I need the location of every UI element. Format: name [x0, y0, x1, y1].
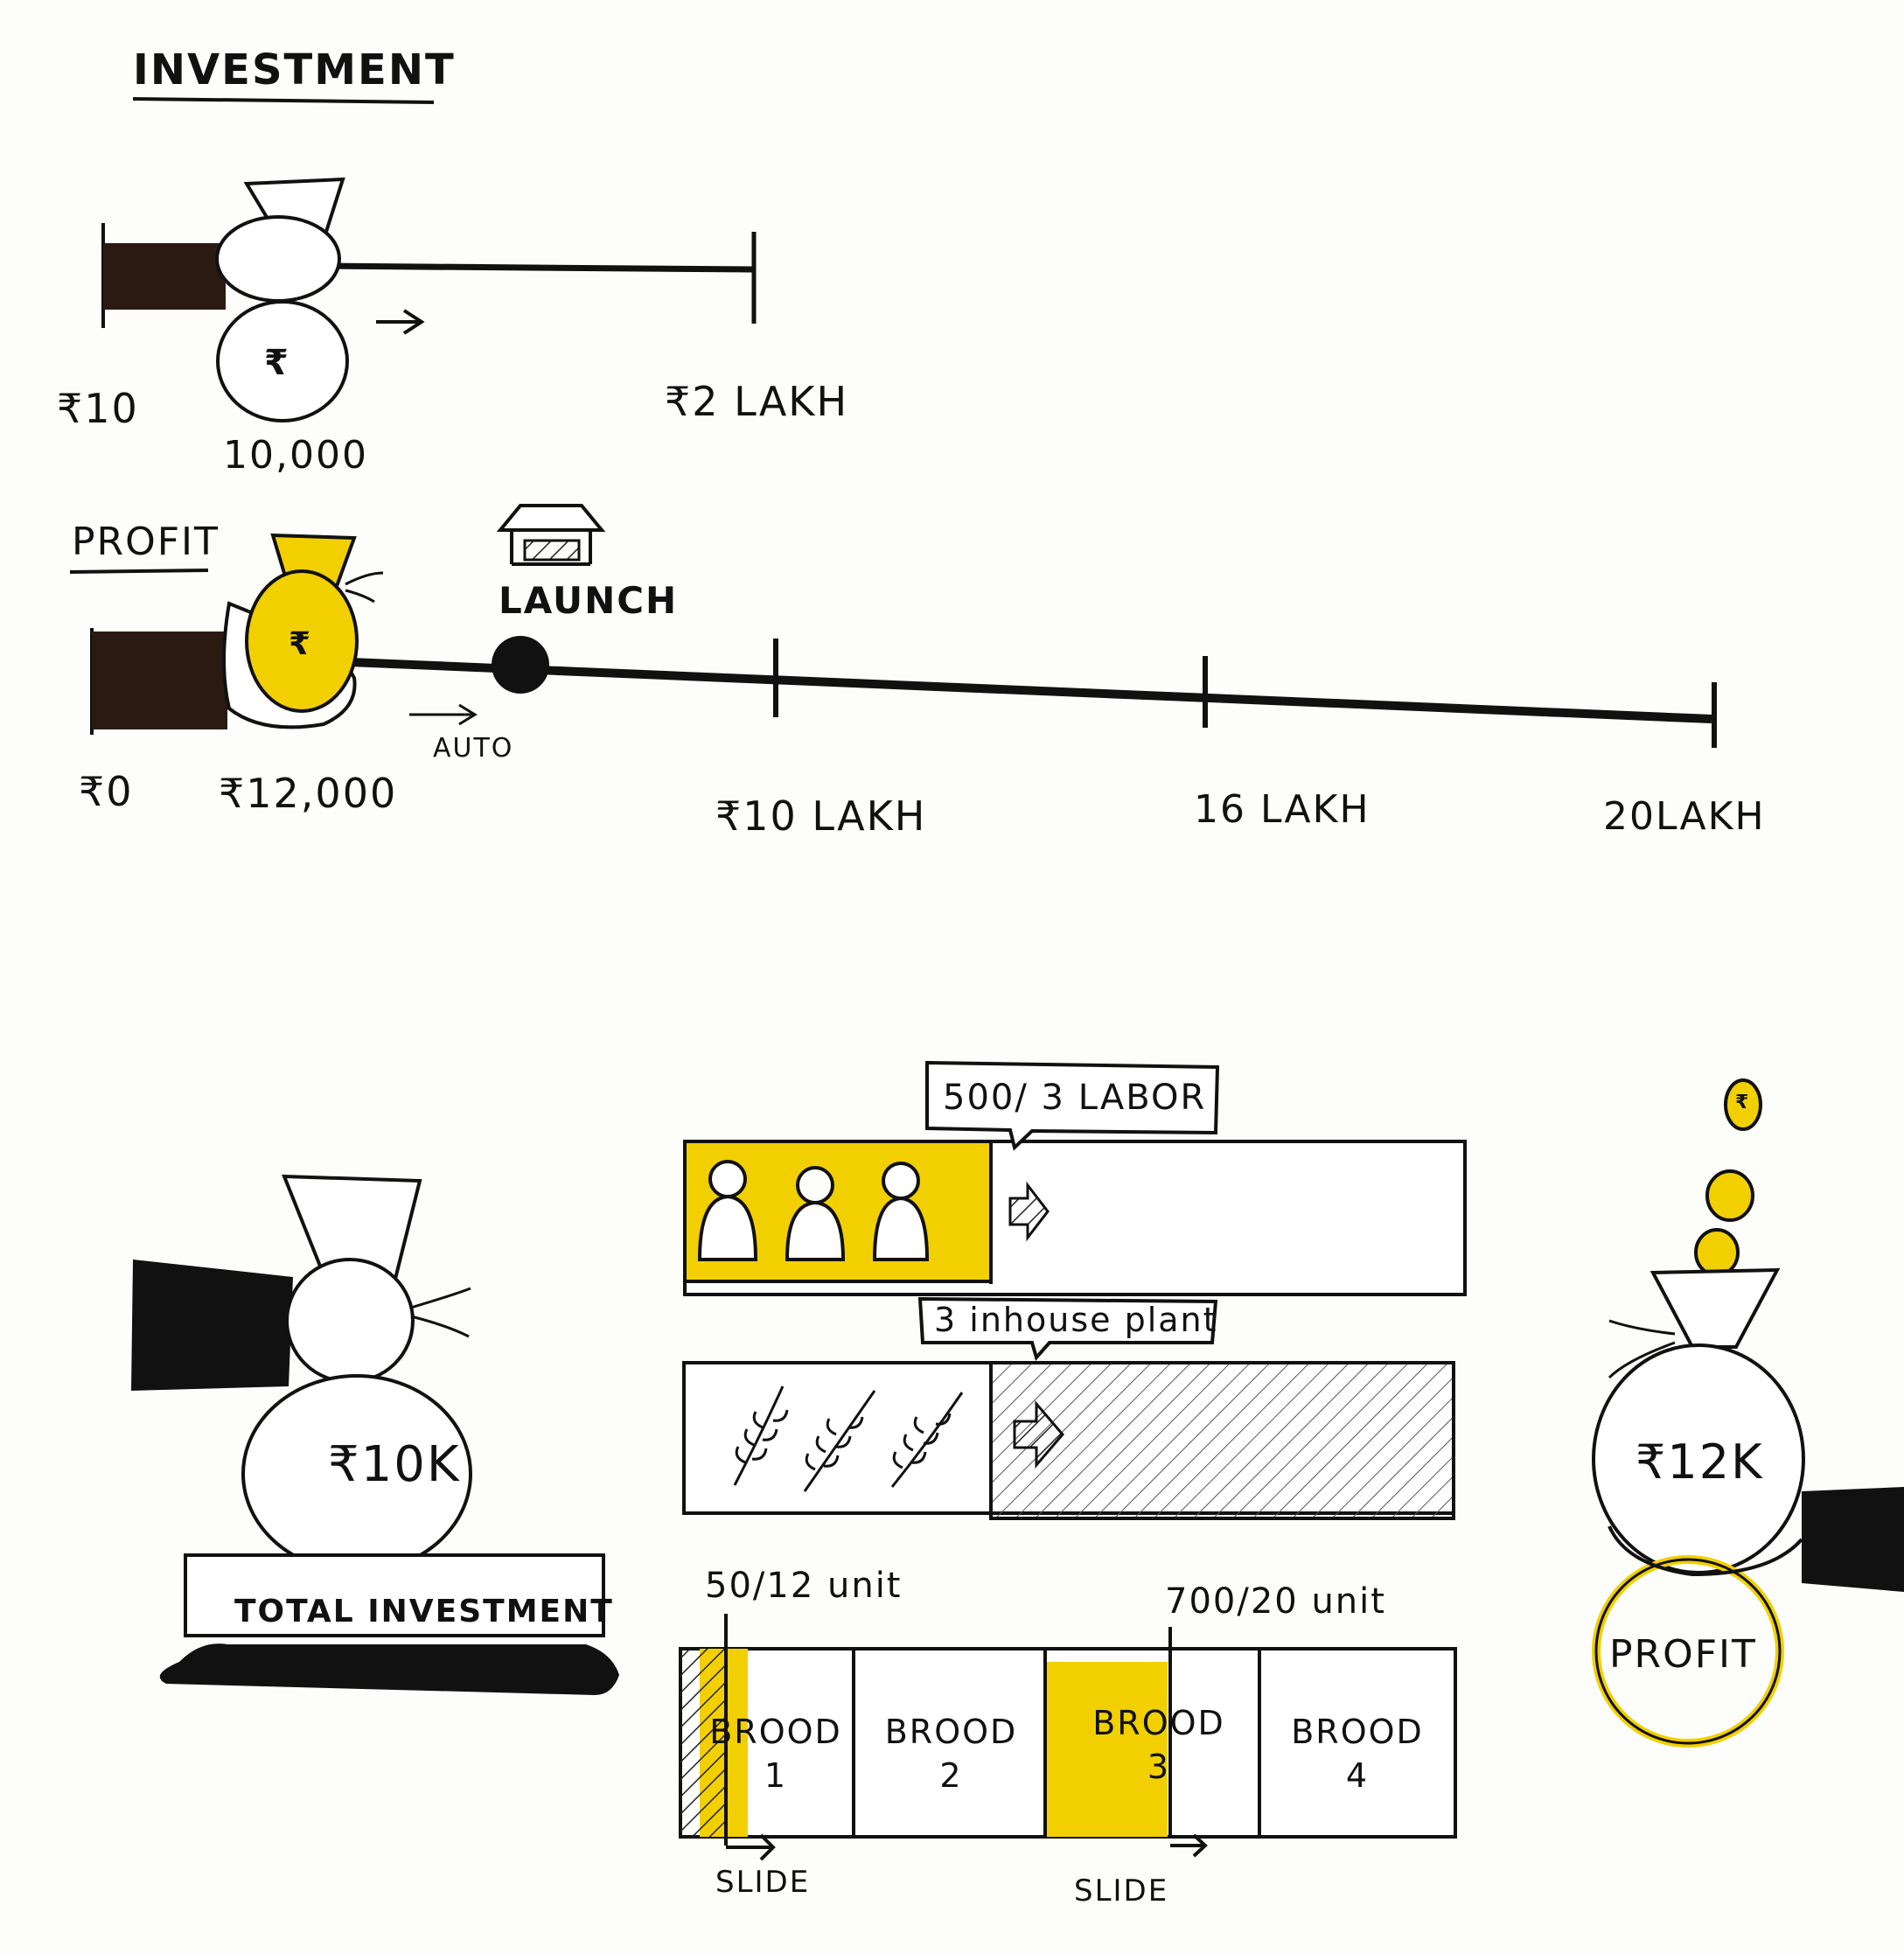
brood-1-name: BROOD: [709, 1713, 842, 1751]
brood-3-highlight: [1045, 1662, 1168, 1837]
brood-right-marker-label: 700/20 unit: [1165, 1581, 1386, 1622]
brood-left-marker-label: 50/12 unit: [705, 1566, 903, 1606]
profit-receiving-hand: [1802, 1487, 1904, 1592]
labor-slide-arrow-icon[interactable]: [1008, 1181, 1050, 1242]
total-investment-base: [159, 1643, 619, 1695]
profit-slider-track: [349, 658, 1712, 723]
profit-tick-label-10-lakh: ₹10 LAKH: [715, 792, 927, 840]
profit-bag-rupee-icon: ₹: [289, 626, 313, 662]
profit-start-label: ₹0: [79, 768, 134, 815]
brood-3-cell[interactable]: BROOD 3: [1071, 1701, 1246, 1789]
plant-icon: [890, 1392, 964, 1488]
launch-shop-icon: [496, 504, 606, 566]
plant-icon: [803, 1390, 876, 1492]
brood-3-name: BROOD: [1092, 1704, 1225, 1742]
total-investment-hand: [131, 1260, 293, 1391]
profit-bag-label: PROFIT: [1609, 1632, 1757, 1677]
profit-tick-label-20-lakh: 20LAKH: [1603, 794, 1766, 839]
profit-heading: PROFIT: [72, 520, 220, 564]
plants-bar-hatched-remaining: [989, 1361, 1455, 1520]
profit-value-label: ₹12,000: [219, 770, 398, 817]
brood-2-number: 2: [939, 1756, 963, 1795]
total-investment-plate: [184, 1553, 605, 1637]
labor-bar[interactable]: [683, 1060, 1467, 1296]
profit-slider[interactable]: [90, 533, 1717, 748]
investment-slider-handle[interactable]: [215, 177, 349, 422]
plants-slide-arrow-icon[interactable]: [1013, 1399, 1064, 1469]
investment-heading: INVESTMENT: [133, 45, 456, 94]
brood-4-number: 4: [1345, 1756, 1370, 1795]
plants-tooltip-box: [917, 1296, 1218, 1362]
investment-slider-track: [314, 262, 753, 273]
profit-slider-fill: [92, 632, 227, 729]
brood-1-number: 1: [764, 1756, 788, 1795]
brood-2-name: BROOD: [884, 1713, 1018, 1751]
investment-slider[interactable]: [101, 177, 757, 422]
brood-right-slide-label: SLIDE: [1074, 1874, 1169, 1909]
brood-2-cell[interactable]: BROOD 2: [857, 1710, 1045, 1797]
labor-worker-icon: [785, 1166, 846, 1261]
plants-tooltip: 3 inhouse plant: [934, 1301, 1218, 1339]
investment-slider-fill: [103, 243, 226, 310]
profit-coin-icon: [1694, 1228, 1740, 1277]
total-investment-bag-grip: [285, 1258, 415, 1384]
profit-slider-handle[interactable]: [222, 533, 384, 729]
profit-coin-icon: [1705, 1169, 1754, 1222]
labor-tooltip-box: [925, 1060, 1220, 1151]
labor-worker-icon: [697, 1160, 758, 1261]
plants-bar[interactable]: [682, 1296, 1455, 1520]
brood-4-cell[interactable]: BROOD 4: [1261, 1710, 1454, 1797]
investment-bag-body: [216, 300, 349, 422]
brood-selector[interactable]: [679, 1614, 1457, 1861]
brood-3-number: 3: [1147, 1748, 1171, 1786]
profit-heading-underline: [69, 569, 209, 574]
launch-marker-dot[interactable]: [492, 636, 549, 694]
profit-bag-neck: [1649, 1267, 1781, 1349]
brood-left-slide-arrow-icon[interactable]: [726, 1833, 776, 1861]
brood-1-cell[interactable]: BROOD 1: [698, 1710, 854, 1797]
launch-label: LAUNCH: [499, 579, 679, 622]
brood-left-slide-label: SLIDE: [715, 1865, 811, 1900]
plant-icon: [733, 1385, 789, 1486]
total-investment-amount: ₹10K: [328, 1436, 461, 1493]
profit-tick-label-16-lakh: 16 LAKH: [1194, 787, 1370, 832]
profit-bag-amount: ₹12K: [1635, 1434, 1764, 1490]
total-investment-label: TOTAL INVESTMENT: [234, 1594, 614, 1629]
labor-tooltip: 500/ 3 LABOR: [943, 1078, 1207, 1118]
profit-direction-arrow: [409, 703, 478, 726]
total-investment-bag: [131, 1174, 619, 1695]
investment-bag-rupee-icon: ₹: [264, 343, 290, 383]
brood-1-hatch: [680, 1649, 726, 1837]
profit-bag: [1592, 1078, 1904, 1748]
profit-bag-string: [345, 571, 384, 604]
auto-label: AUTO: [433, 733, 514, 764]
labor-worker-icon: [872, 1162, 930, 1261]
profit-coin-symbol: ₹: [1735, 1092, 1751, 1113]
investment-max-label: ₹2 LAKH: [665, 378, 849, 425]
investment-slider-value: 10,000: [223, 433, 368, 478]
profit-coin-icon: [1724, 1078, 1762, 1131]
investment-direction-arrow: [376, 309, 425, 335]
investment-bag-grip: [215, 215, 341, 303]
investment-min-label: ₹10: [57, 385, 139, 432]
profit-bag-body: [245, 569, 359, 713]
brood-4-name: BROOD: [1291, 1713, 1424, 1751]
investment-heading-underline: [132, 97, 435, 104]
brood-right-slide-arrow-icon[interactable]: [1170, 1833, 1208, 1858]
